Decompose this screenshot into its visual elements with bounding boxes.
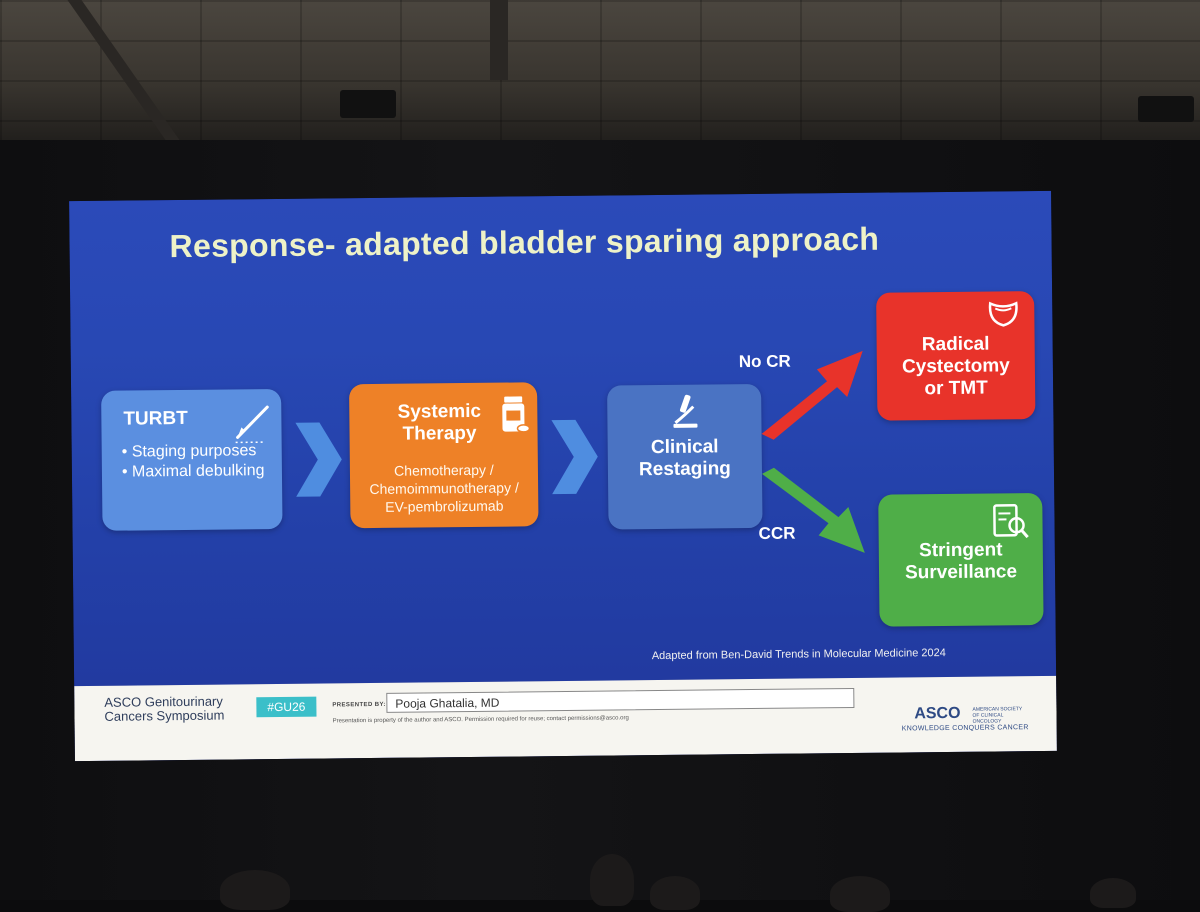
slide-title: Response- adapted bladder sparing approa… xyxy=(169,220,989,266)
surveillance-heading: Stringent Surveillance xyxy=(889,539,1033,585)
systemic-detail-line: Chemoimmunotherapy / xyxy=(350,478,538,498)
source-credit: Adapted from Ben-David Trends in Molecul… xyxy=(652,647,946,662)
ceiling xyxy=(0,0,1200,150)
turbt-bullet: • Maximal debulking xyxy=(122,461,265,482)
audience-head xyxy=(220,870,290,910)
hashtag-badge: #GU26 xyxy=(256,697,316,718)
systemic-detail-line: EV-pembrolizumab xyxy=(350,496,538,516)
turbt-box: TURBT • Staging purposes • Maximal debul… xyxy=(101,389,282,531)
clipboard-magnifier-icon xyxy=(990,501,1030,541)
ceiling-beam xyxy=(490,0,508,80)
presenter-name: Pooja Ghatalia, MD xyxy=(386,688,854,713)
audience-head xyxy=(650,876,700,910)
chevron-right-icon xyxy=(549,418,600,497)
turbt-bullets: • Staging purposes • Maximal debulking xyxy=(122,441,265,482)
symposium-logo: ASCO Genitourinary Cancers Symposium xyxy=(104,695,224,724)
clinical-restaging-box: Clinical Restaging xyxy=(607,384,762,530)
scalpel-icon xyxy=(229,401,273,445)
ceiling-tiles xyxy=(0,0,1200,150)
asco-tagline: KNOWLEDGE CONQUERS CANCER xyxy=(902,724,1029,732)
systemic-detail-line: Chemotherapy / xyxy=(350,460,538,480)
turbt-heading: TURBT xyxy=(123,408,188,431)
arrow-down-right-icon xyxy=(756,465,869,566)
turbt-bullet: • Staging purposes xyxy=(122,441,265,462)
systemic-detail: Chemotherapy / Chemoimmunotherapy / EV-p… xyxy=(350,460,539,516)
chevron-right-icon xyxy=(293,420,344,499)
slide: Response- adapted bladder sparing approa… xyxy=(69,191,1056,686)
asco-logo: ASCO xyxy=(914,705,960,723)
audience-head xyxy=(1090,878,1136,908)
radical-heading: Radical Cystectomy or TMT xyxy=(891,333,1022,400)
radical-cystectomy-box: Radical Cystectomy or TMT xyxy=(876,291,1035,421)
microscope-icon xyxy=(669,393,701,431)
stringent-surveillance-box: Stringent Surveillance xyxy=(878,493,1043,627)
audience xyxy=(0,840,1200,900)
audience-head xyxy=(830,876,890,912)
systemic-therapy-box: Systemic Therapy Chemotherapy / Chemoimm… xyxy=(349,382,538,528)
systemic-heading: Systemic Therapy xyxy=(379,401,499,446)
restaging-heading: Clinical Restaging xyxy=(625,436,745,481)
bladder-icon xyxy=(986,299,1020,329)
ceiling-projector xyxy=(340,90,396,118)
ccr-label: CCR xyxy=(759,524,796,544)
ceiling-projector xyxy=(1138,96,1194,122)
no-cr-label: No CR xyxy=(739,352,791,373)
symposium-line-2: Cancers Symposium xyxy=(104,709,224,724)
asco-full-name: AMERICAN SOCIETY OF CLINICAL ONCOLOGY xyxy=(972,706,1028,725)
copyright-notice: Presentation is property of the author a… xyxy=(333,715,629,724)
slide-footer: ASCO Genitourinary Cancers Symposium #GU… xyxy=(74,676,1057,761)
projection-screen: Response- adapted bladder sparing approa… xyxy=(69,191,1057,761)
pill-bottle-icon xyxy=(499,394,529,434)
audience-head xyxy=(590,854,634,906)
presented-by-label: PRESENTED BY: xyxy=(332,702,385,709)
